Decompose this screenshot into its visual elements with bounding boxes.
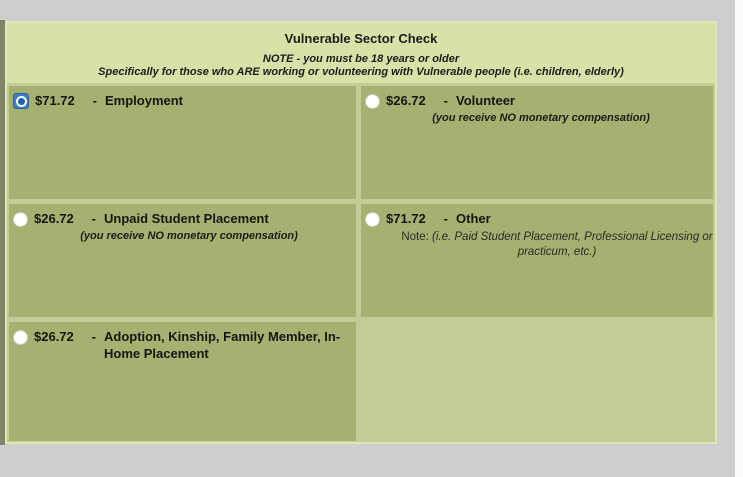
price-separator: - (91, 211, 96, 226)
radio-other[interactable] (365, 212, 380, 227)
option-row: $26.72 - Unpaid Student Placement (9, 204, 356, 228)
radio-unpaid-student-placement[interactable] (13, 212, 28, 227)
option-cell-other[interactable]: $71.72 - Other Note: (i.e. Paid Student … (361, 204, 713, 317)
section-header: Vulnerable Sector Check NOTE - you must … (7, 23, 715, 83)
option-price: $71.72 (386, 211, 426, 226)
price-block: $71.72 - (35, 93, 97, 108)
option-row: $26.72 - Adoption, Kinship, Family Membe… (9, 322, 356, 363)
section-note-line1: NOTE - you must be 18 years or older (262, 53, 460, 65)
option-note: (you receive NO monetary compensation) (432, 111, 650, 124)
option-label: Adoption, Kinship, Family Member, In-Hom… (104, 329, 341, 361)
option-cell-volunteer[interactable]: $26.72 - Volunteer (you receive NO monet… (361, 86, 713, 199)
price-separator: - (92, 93, 97, 108)
option-row: $71.72 - Other (361, 204, 713, 228)
note-italic-text: (i.e. Paid Student Placement, Profession… (432, 230, 713, 258)
note-prefix: Note: (401, 230, 433, 243)
option-price: $26.72 (34, 329, 74, 344)
options-grid: $71.72 - Employment $26.72 - Volunteer (… (7, 83, 715, 441)
option-price: $71.72 (35, 93, 75, 108)
right-edge-strip (735, 0, 743, 477)
option-row: $26.72 - Volunteer (361, 86, 713, 110)
option-price: $26.72 (34, 211, 74, 226)
radio-dot-icon (15, 95, 27, 107)
price-separator: - (443, 93, 448, 108)
vulnerable-sector-check-panel: Vulnerable Sector Check NOTE - you must … (5, 21, 717, 444)
empty-grid-slot (361, 322, 713, 441)
option-label: Volunteer (456, 93, 515, 108)
radio-adoption-kinship[interactable] (13, 330, 28, 345)
option-note: Note: (i.e. Paid Student Placement, Prof… (397, 230, 713, 260)
price-separator: - (91, 329, 96, 344)
price-block: $26.72 - (34, 329, 96, 344)
option-cell-adoption-kinship[interactable]: $26.72 - Adoption, Kinship, Family Membe… (9, 322, 356, 441)
price-separator: - (443, 211, 448, 226)
option-note: (you receive NO monetary compensation) (80, 229, 298, 242)
section-title: Vulnerable Sector Check (284, 31, 438, 46)
option-label: Unpaid Student Placement (104, 211, 269, 226)
price-block: $26.72 - (386, 93, 448, 108)
radio-employment-selected[interactable] (13, 93, 29, 109)
radio-volunteer[interactable] (365, 94, 380, 109)
price-block: $26.72 - (34, 211, 96, 226)
option-label: Employment (105, 93, 184, 108)
section-note-line2: Specifically for those who ARE working o… (98, 66, 624, 79)
option-row: $71.72 - Employment (9, 86, 356, 110)
left-edge-strip (0, 20, 5, 445)
price-block: $71.72 - (386, 211, 448, 226)
option-cell-unpaid-student-placement[interactable]: $26.72 - Unpaid Student Placement (you r… (9, 204, 356, 317)
option-cell-employment[interactable]: $71.72 - Employment (9, 86, 356, 199)
option-price: $26.72 (386, 93, 426, 108)
option-label: Other (456, 211, 491, 226)
